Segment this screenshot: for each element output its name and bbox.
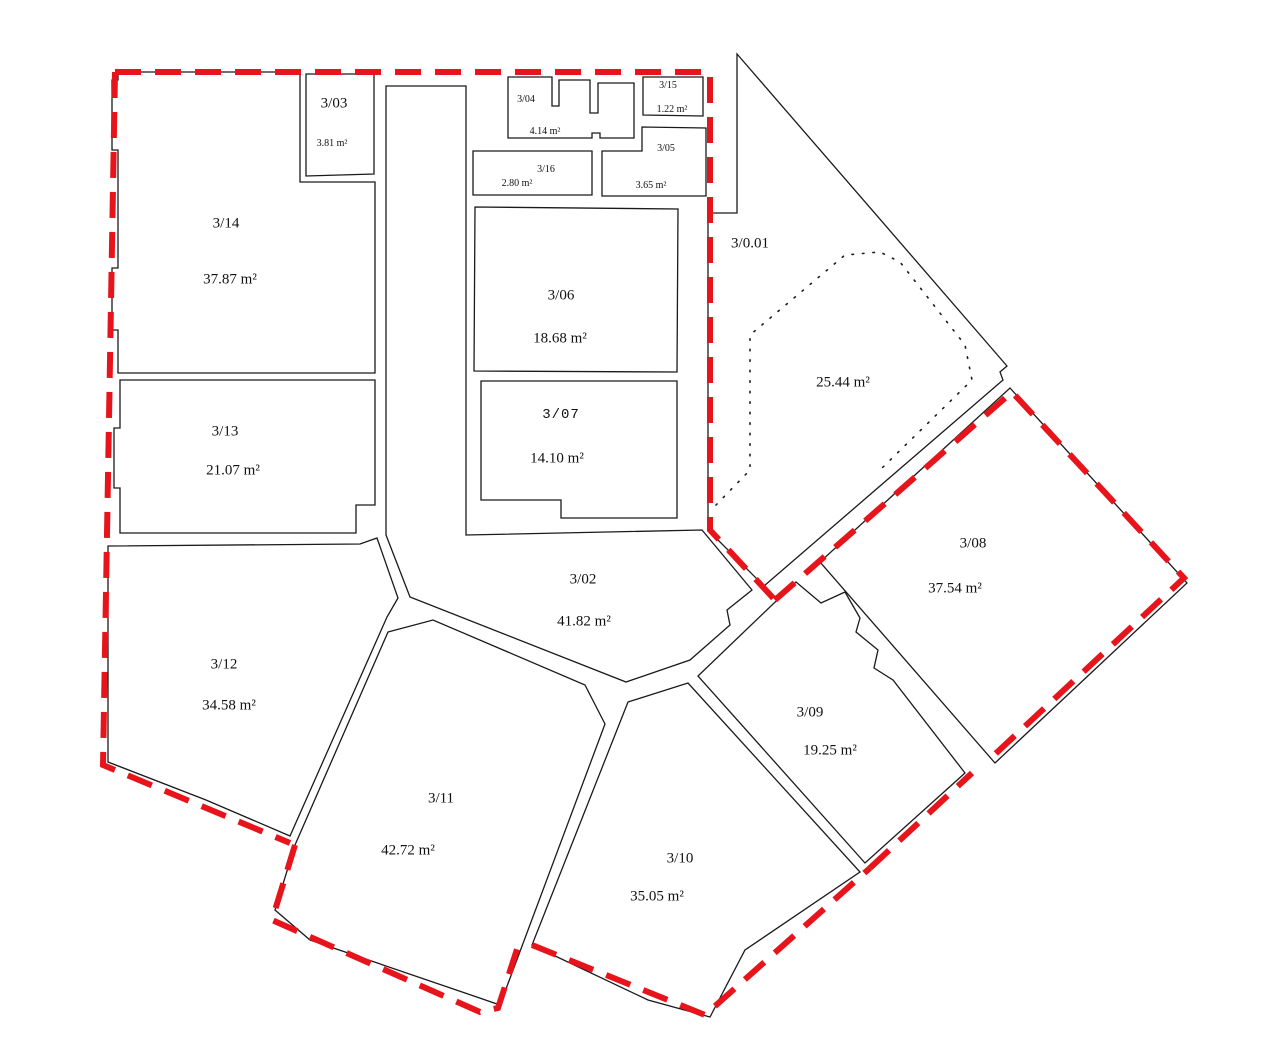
room-3-10-id: 3/10: [666, 850, 694, 867]
room-3-10-area: 35.05 m²: [630, 888, 684, 905]
dotted-area-outline: [715, 251, 973, 506]
room-3-09-id: 3/09: [796, 704, 824, 721]
room-3-13-outline: [113, 379, 376, 534]
boundary-room-3-10: [530, 865, 872, 1019]
room-3-12-area: 34.58 m²: [202, 697, 256, 714]
room-3-16-area: 2.80 m²: [501, 178, 533, 189]
room-3-15-outline: [642, 76, 704, 117]
room-3-14-id: 3/14: [212, 215, 240, 232]
room-3-13-area: 21.07 m²: [206, 462, 260, 479]
room-3-14-area: 37.87 m²: [203, 271, 257, 288]
room-3-11-id: 3/11: [427, 790, 455, 807]
room-3-06-outline: [473, 206, 679, 373]
room-3-16-outline: [472, 150, 593, 196]
room-3-15-id: 3/15: [659, 80, 677, 91]
room-3-03-outline: [305, 73, 375, 177]
room-3-04-area: 4.14 m²: [529, 126, 561, 137]
room-3-0-01-area: 25.44 m²: [816, 374, 870, 391]
room-3-03-id: 3/03: [320, 95, 348, 112]
room-3-07-outline: [480, 380, 678, 519]
boundary-room-3-11: [268, 844, 523, 1016]
room-3-12-id: 3/12: [210, 656, 238, 673]
room-3-04-id: 3/04: [517, 94, 535, 105]
room-3-0-01-outline: [707, 52, 1008, 587]
room-3-05-area: 3.65 m²: [635, 180, 667, 191]
boundary-room-3-08: [773, 387, 1189, 760]
room-3-08-outline: [819, 387, 1188, 764]
room-3-13-id: 3/13: [211, 423, 239, 440]
room-3-14-outline: [111, 71, 376, 374]
room-3-07-area: 14.10 m²: [530, 450, 584, 467]
room-3-11-area: 42.72 m²: [381, 842, 435, 859]
boundary-room-3-09: [867, 770, 975, 871]
room-3-08-id: 3/08: [959, 535, 987, 552]
room-3-09-outline: [697, 581, 966, 864]
room-3-04-outline: [507, 76, 635, 139]
room-3-06-id: 3/06: [547, 287, 575, 304]
boundary-left-side: [99, 71, 292, 846]
room-3-11-outline: [274, 619, 606, 1006]
room-3-15-area: 1.22 m²: [656, 104, 688, 115]
room-3-02-area: 41.82 m²: [557, 613, 611, 630]
room-3-05-outline: [601, 126, 707, 197]
room-3-16-id: 3/16: [537, 164, 555, 175]
room-3-03-area: 3.81 m²: [316, 138, 348, 149]
room-3-09-area: 19.25 m²: [803, 742, 857, 759]
room-3-02-id: 3/02: [569, 571, 597, 588]
room-3-12-outline: [107, 537, 399, 837]
room-3-02-outline: [385, 85, 753, 683]
room-3-07-id: 3/07: [542, 407, 580, 423]
room-3-08-area: 37.54 m²: [928, 580, 982, 597]
room-3-06-area: 18.68 m²: [533, 330, 587, 347]
room-3-0-01-id: 3/0.01: [731, 235, 769, 252]
room-3-05-id: 3/05: [657, 143, 675, 154]
boundary-left-block: [115, 69, 778, 603]
